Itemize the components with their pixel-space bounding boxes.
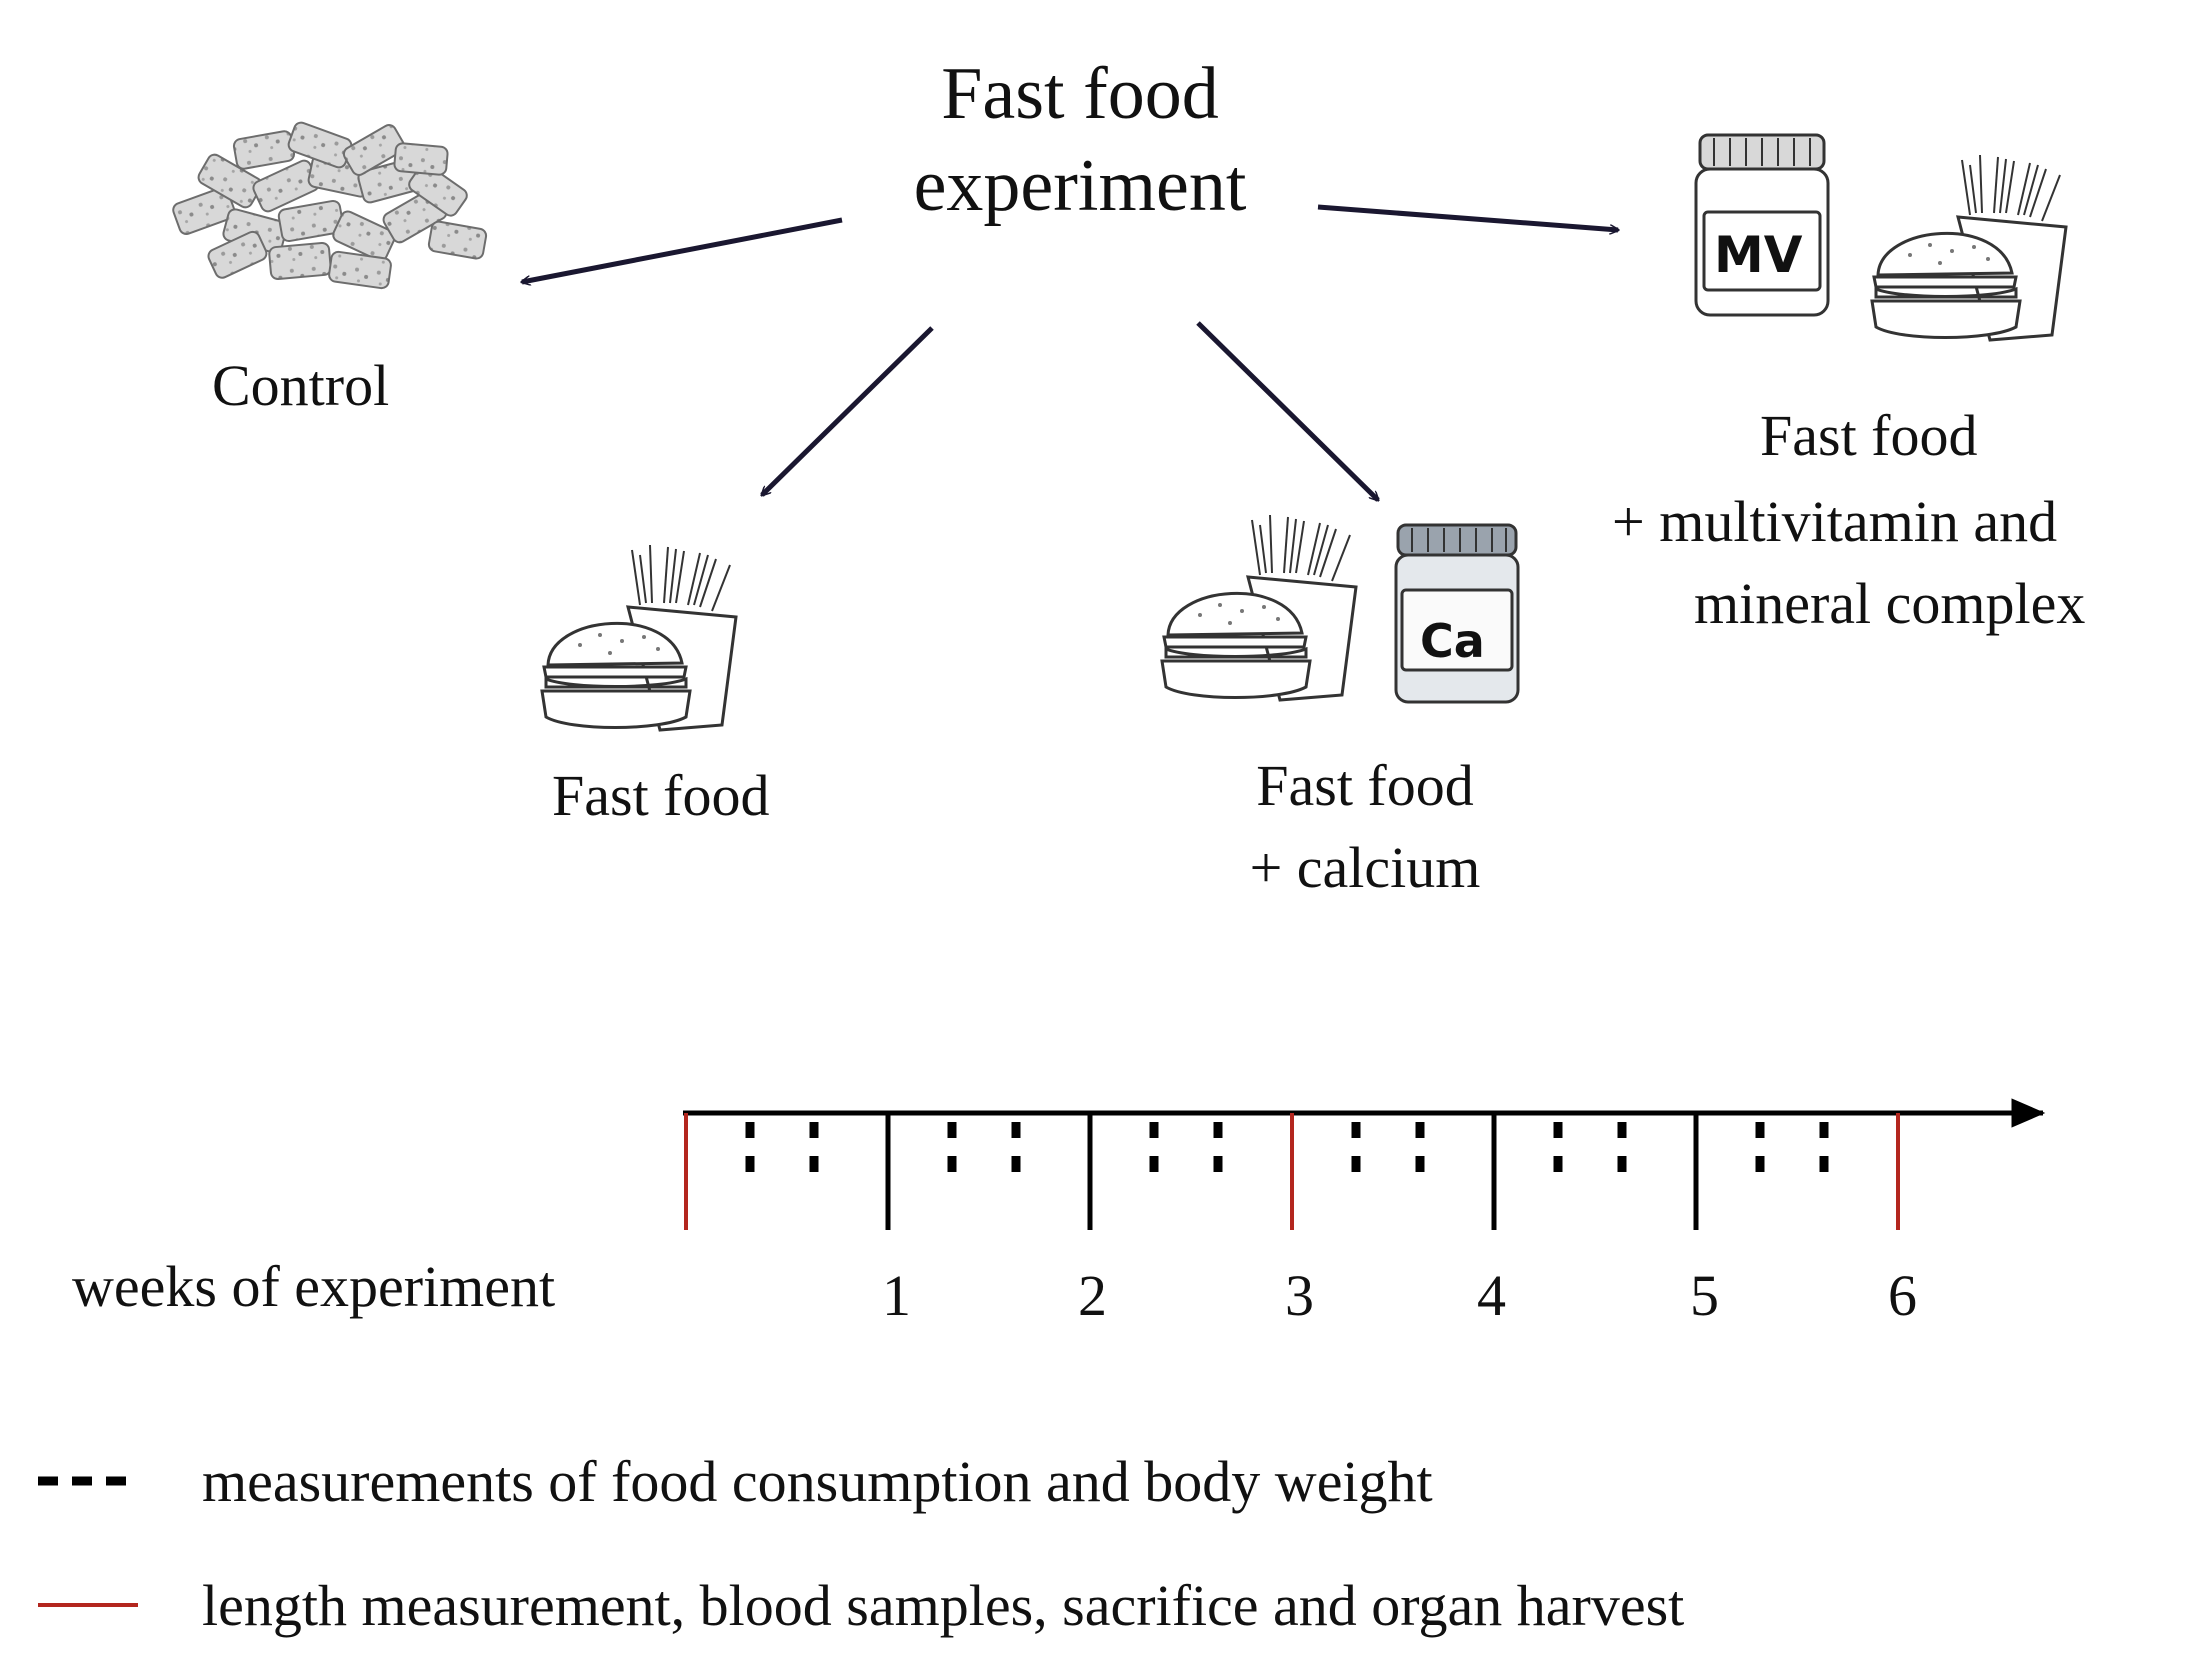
burger-fries-icon-calcium: [1160, 513, 1358, 702]
calcium-jar-label: Ca: [1420, 614, 1485, 668]
calcium-label: Fast food + calcium: [1185, 745, 1545, 909]
control-label: Control: [212, 353, 390, 418]
mv-label-line-3: mineral complex: [1694, 571, 2086, 636]
title-line-2: experiment: [913, 145, 1247, 227]
multivitamin-jar-icon: [1694, 133, 1830, 317]
burger-fries-icon-mv: [1870, 153, 2068, 342]
burger-fries-icon: [540, 544, 738, 732]
timeline: [683, 1098, 2046, 1230]
calcium-label-line-1: Fast food: [1256, 753, 1474, 818]
mv-label-line-2: + multivitamin and: [1612, 489, 2058, 554]
mv-jar-label: MV: [1714, 226, 1803, 284]
week-label: 3: [1285, 1263, 1314, 1328]
week-label: 6: [1888, 1263, 1917, 1328]
legend-red-text: length measurement, blood samples, sacri…: [202, 1573, 1685, 1638]
diagram-title: Fast food experiment: [820, 48, 1340, 232]
week-label: 5: [1690, 1263, 1719, 1328]
measurement-ticks: [745, 1122, 1829, 1188]
week-label: 2: [1078, 1263, 1107, 1328]
week-label: 4: [1477, 1263, 1506, 1328]
title-line-1: Fast food: [941, 53, 1219, 135]
week-label: 1: [882, 1263, 911, 1328]
arrow-to-calcium: [1196, 321, 1378, 500]
arrow-to-control: [522, 217, 843, 282]
legend-dashed-text: measurements of food consumption and bod…: [202, 1449, 1433, 1514]
fast-food-label: Fast food: [552, 763, 770, 828]
mv-label-line-1: Fast food: [1760, 403, 1978, 468]
calcium-jar-icon: [1394, 523, 1520, 704]
arrow-to-fast-food: [762, 326, 934, 495]
chow-pellets-icon: [172, 121, 488, 290]
week-ticks: [684, 1113, 1900, 1230]
calcium-label-line-2: + calcium: [1249, 835, 1481, 900]
timeline-axis-label: weeks of experiment: [72, 1254, 556, 1319]
arrows: [522, 204, 1618, 500]
arrow-to-mv: [1317, 204, 1618, 230]
legend-markers: [38, 1476, 138, 1607]
